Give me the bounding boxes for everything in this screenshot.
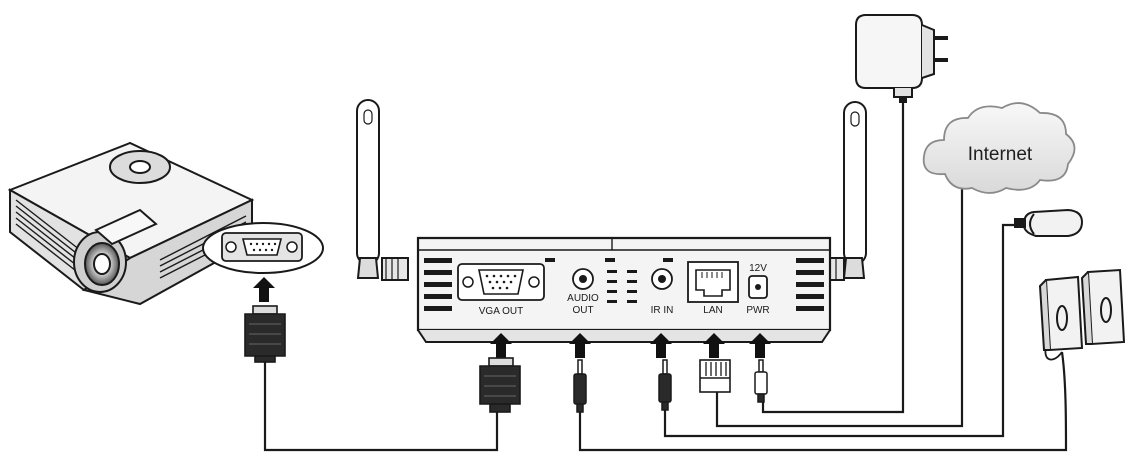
pwr-voltage-label: 12V [749, 263, 767, 274]
ir-in-port [651, 268, 673, 290]
internet-cloud-icon: Internet [922, 102, 1076, 194]
speakers-icon [1038, 268, 1126, 352]
power-cord [761, 100, 905, 414]
power-plug-icon [754, 359, 768, 403]
audio-out-label-line2: OUT [572, 305, 593, 316]
pwr-port [748, 275, 768, 299]
ir-receiver-icon [1014, 208, 1084, 237]
receiver-box: VGA OUT AUDIO OUT IR IN [416, 236, 832, 343]
vga-out-label: VGA OUT [479, 306, 523, 317]
audio-jack-icon [573, 359, 587, 413]
projector-vga-port-callout [202, 222, 324, 274]
projector-icon [7, 141, 255, 306]
wireless-antenna-icon [356, 99, 409, 281]
ir-cable [663, 223, 1022, 438]
vga-connector-icon [479, 357, 521, 413]
status-led-panel [545, 258, 673, 303]
audio-out-label-line1: AUDIO [567, 293, 599, 304]
ir-in-label: IR IN [651, 305, 674, 316]
vga-cable [263, 360, 499, 452]
lan-cable [715, 183, 964, 428]
audio-cable [578, 351, 1068, 452]
lan-label: LAN [703, 305, 722, 316]
pwr-label: PWR [746, 305, 769, 316]
lan-port [687, 261, 739, 303]
vga-connector-icon [244, 305, 286, 363]
power-adapter-icon [855, 14, 948, 103]
vga-out-port [457, 263, 545, 301]
audio-out-port [572, 268, 594, 290]
rj45-plug-icon [699, 359, 731, 393]
cloud-label: Internet [968, 144, 1033, 165]
audio-jack-icon [658, 359, 672, 411]
arrow-up-icon [253, 277, 275, 302]
